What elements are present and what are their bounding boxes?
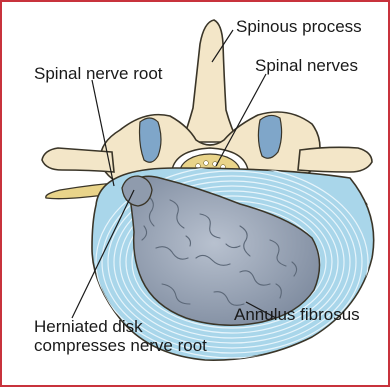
label-annulus-fibrosus: Annulus fibrosus	[234, 305, 360, 324]
label-spinous-process: Spinous process	[236, 17, 362, 36]
spinous-process	[182, 20, 238, 142]
left-transverse-process	[42, 148, 114, 172]
label-herniated-disk-line2: compresses nerve root	[34, 336, 207, 355]
label-spinal-nerve-root: Spinal nerve root	[34, 64, 163, 83]
label-herniated-disk-line1: Herniated disk	[34, 317, 143, 336]
left-facet-joint	[140, 118, 162, 162]
label-spinal-nerves: Spinal nerves	[255, 56, 358, 75]
right-transverse-process	[298, 147, 372, 172]
right-facet-joint	[258, 115, 281, 158]
